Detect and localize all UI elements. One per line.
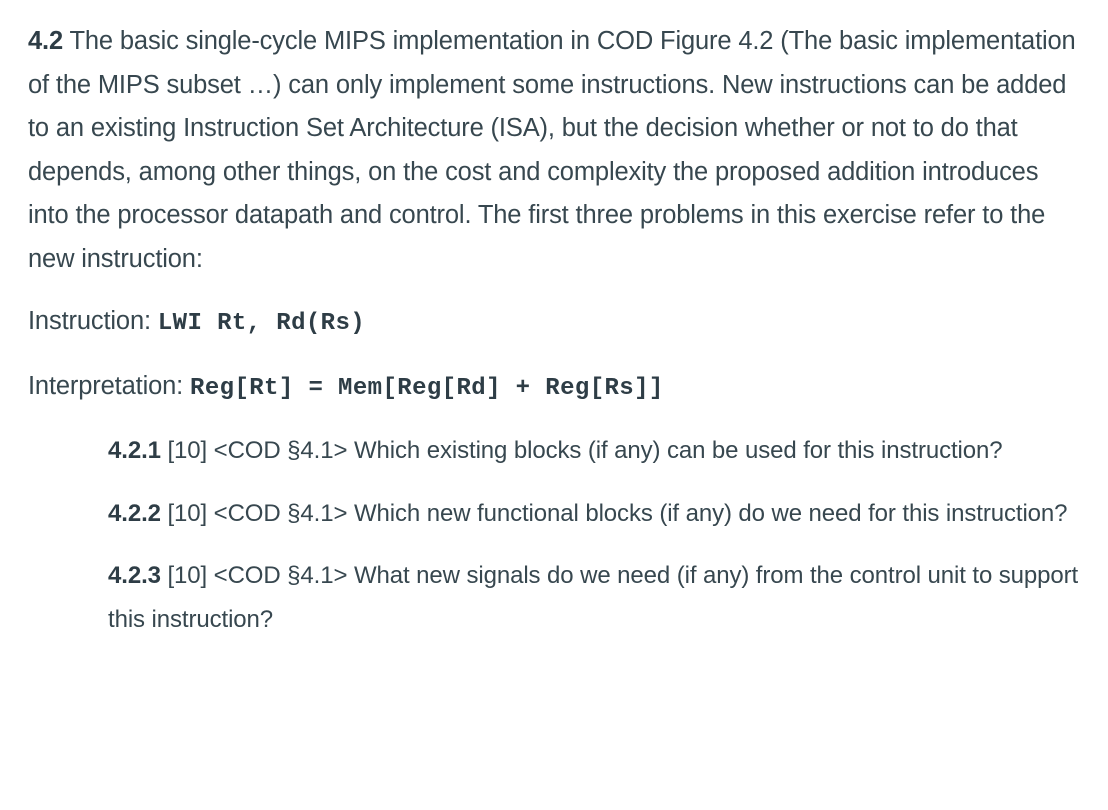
exercise-intro-paragraph: 4.2 The basic single-cycle MIPS implemen… bbox=[28, 20, 1084, 281]
interpretation-code: Reg[Rt] = Mem[Reg[Rd] + Reg[Rs]] bbox=[190, 374, 664, 402]
subpart-4-2-2: 4.2.2 [10] <COD §4.1> Which new function… bbox=[28, 492, 1084, 536]
subparts-list: 4.2.1 [10] <COD §4.1> Which existing blo… bbox=[28, 429, 1084, 641]
subpart-number: 4.2.3 bbox=[108, 562, 161, 589]
subpart-text: [10] <COD §4.1> What new signals do we n… bbox=[108, 562, 1079, 633]
exercise-intro-text: The basic single-cycle MIPS implementati… bbox=[28, 27, 1076, 273]
subpart-number: 4.2.2 bbox=[108, 499, 161, 527]
exercise-content: 4.2 The basic single-cycle MIPS implemen… bbox=[28, 20, 1084, 641]
subpart-number: 4.2.1 bbox=[108, 437, 161, 464]
instruction-label: Instruction: bbox=[28, 307, 158, 335]
interpretation-label: Interpretation: bbox=[28, 371, 191, 400]
instruction-line: Instruction: LWI Rt, Rd(Rs) bbox=[28, 300, 1084, 346]
subpart-text: [10] <COD §4.1> Which existing blocks (i… bbox=[160, 437, 1003, 464]
subpart-text: [10] <COD §4.1> Which new functional blo… bbox=[160, 499, 1068, 527]
subpart-4-2-3: 4.2.3 [10] <COD §4.1> What new signals d… bbox=[28, 554, 1084, 641]
subpart-4-2-1: 4.2.1 [10] <COD §4.1> Which existing blo… bbox=[28, 429, 1084, 473]
instruction-code: LWI Rt, Rd(Rs) bbox=[157, 310, 366, 337]
exercise-number: 4.2 bbox=[28, 27, 63, 55]
interpretation-line: Interpretation: Reg[Rt] = Mem[Reg[Rd] + … bbox=[28, 365, 1084, 411]
